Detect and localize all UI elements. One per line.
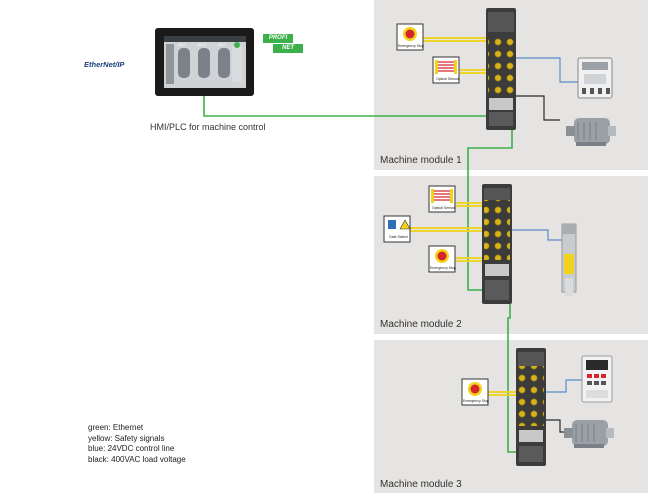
io-block-2: [482, 184, 512, 304]
profinet-logo-bottom: NET: [273, 44, 303, 53]
emergency-stop-label-3: Emergency Stop: [463, 399, 489, 403]
emergency-stop-icon-2: [428, 245, 456, 273]
emergency-stop-icon-3: [461, 378, 489, 406]
gate-switch-label: Gate Switch: [389, 235, 408, 239]
legend: green: Ethernet yellow: Safety signals b…: [88, 423, 186, 465]
legend-item-load: black: 400VAC load voltage: [88, 454, 186, 464]
ethernet-line-module2-to-module3: [507, 300, 520, 453]
optical-sensor-icon-2: [428, 185, 456, 213]
frequency-inverter-icon: [581, 355, 613, 403]
emergency-stop-label-2: Emergency Stop: [430, 266, 456, 270]
optical-sensor-label-1: Optical Sensor: [436, 77, 459, 81]
io-block-3: [516, 348, 546, 466]
io-block-1: [486, 8, 516, 130]
gate-switch-icon: [383, 215, 411, 243]
legend-item-safety: yellow: Safety signals: [88, 433, 165, 443]
ethernet-line-hmi-to-module1: [203, 96, 504, 117]
emergency-stop-label-1: Emergency Stop: [398, 44, 424, 48]
emergency-stop-icon-1: [396, 23, 424, 51]
safety-lines: [410, 37, 516, 396]
profinet-logo-top: PROFI: [263, 34, 293, 43]
hmi-screen-tag-1: 00.0: [178, 42, 186, 47]
profinet-logo: PROFI NET: [263, 34, 307, 54]
hmi-label: HMI/PLC for machine control: [150, 122, 266, 132]
optical-sensor-icon-1: [432, 56, 460, 84]
hmi-panel: [155, 28, 254, 96]
motor-icon-3: [564, 420, 614, 448]
hmi-screen-tag-2: 00.0: [198, 42, 206, 47]
hmi-screen-tag-3: 00.0: [218, 42, 226, 47]
motor-icon-1: [566, 118, 616, 146]
module-label-1: Machine module 1: [380, 155, 462, 166]
module-label-3: Machine module 3: [380, 479, 462, 490]
contactor-icon: [577, 57, 613, 99]
ethernet-line-module1-to-module2: [467, 128, 513, 291]
ethernet-ip-logo: EtherNet/IP: [84, 60, 125, 69]
optical-sensor-label-2: Optical Sensor: [432, 206, 455, 210]
legend-item-ethernet: green: Ethernet: [88, 423, 144, 432]
module-label-2: Machine module 2: [380, 319, 462, 330]
legend-item-control: blue: 24VDC control line: [88, 444, 175, 453]
ethernet-lines: [203, 96, 520, 453]
actuator-icon: [561, 223, 577, 296]
